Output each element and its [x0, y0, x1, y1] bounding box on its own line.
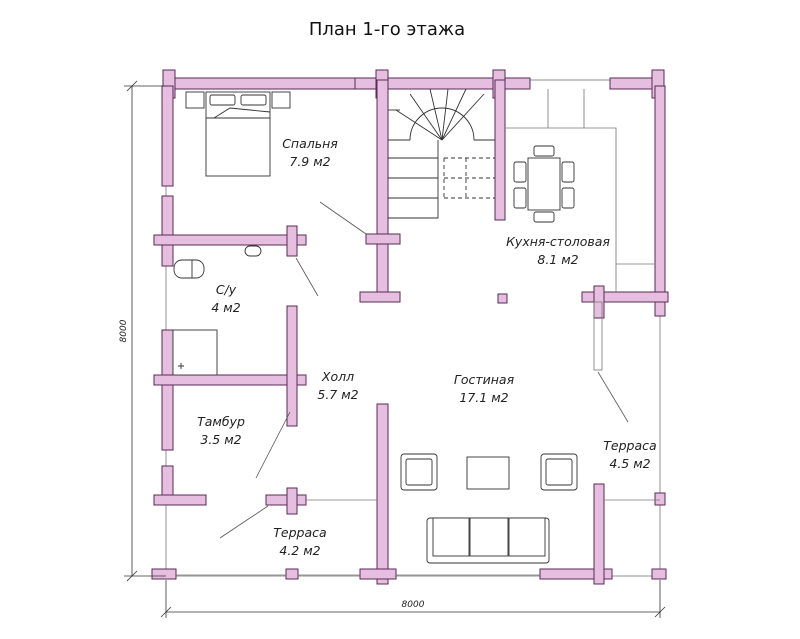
bedroom-furniture: [185, 91, 291, 177]
living-furniture: [400, 453, 578, 564]
room-bedroom-area: 7.9 м2: [289, 154, 330, 169]
wc-fixtures: [172, 245, 262, 376]
room-terrace-bottom-name: Терраса: [273, 525, 326, 540]
plan-title: План 1-го этажа: [309, 19, 465, 40]
room-terrace-bottom-area: 4.2 м2: [279, 543, 320, 558]
room-hall-area: 5.7 м2: [317, 387, 358, 402]
thin-interior-lines: [176, 89, 660, 576]
staircase: [388, 88, 495, 219]
room-wc-name: С/у: [216, 282, 237, 297]
leader-lines: [219, 201, 629, 539]
dimension-lines: [124, 80, 666, 618]
log-walls: [151, 69, 669, 585]
room-kitchen-area: 8.1 м2: [537, 252, 578, 267]
room-vestibule-area: 3.5 м2: [200, 432, 241, 447]
room-kitchen-name: Кухня-столовая: [506, 234, 610, 249]
room-labels: Спальня 7.9 м2 Кухня-столовая 8.1 м2 С/у…: [197, 136, 657, 558]
room-hall-name: Холл: [321, 369, 354, 384]
dining-set: [513, 145, 575, 223]
dimension-height-label: 8000: [119, 319, 129, 342]
room-bedroom-name: Спальня: [282, 136, 338, 151]
room-terrace-right-name: Терраса: [603, 438, 656, 453]
dimension-width-label: 8000: [402, 600, 425, 610]
room-living-area: 17.1 м2: [459, 390, 508, 405]
room-wc-area: 4 м2: [211, 300, 240, 315]
room-living-name: Гостиная: [454, 372, 515, 387]
room-terrace-right-area: 4.5 м2: [609, 456, 650, 471]
room-vestibule-name: Тамбур: [197, 414, 245, 429]
